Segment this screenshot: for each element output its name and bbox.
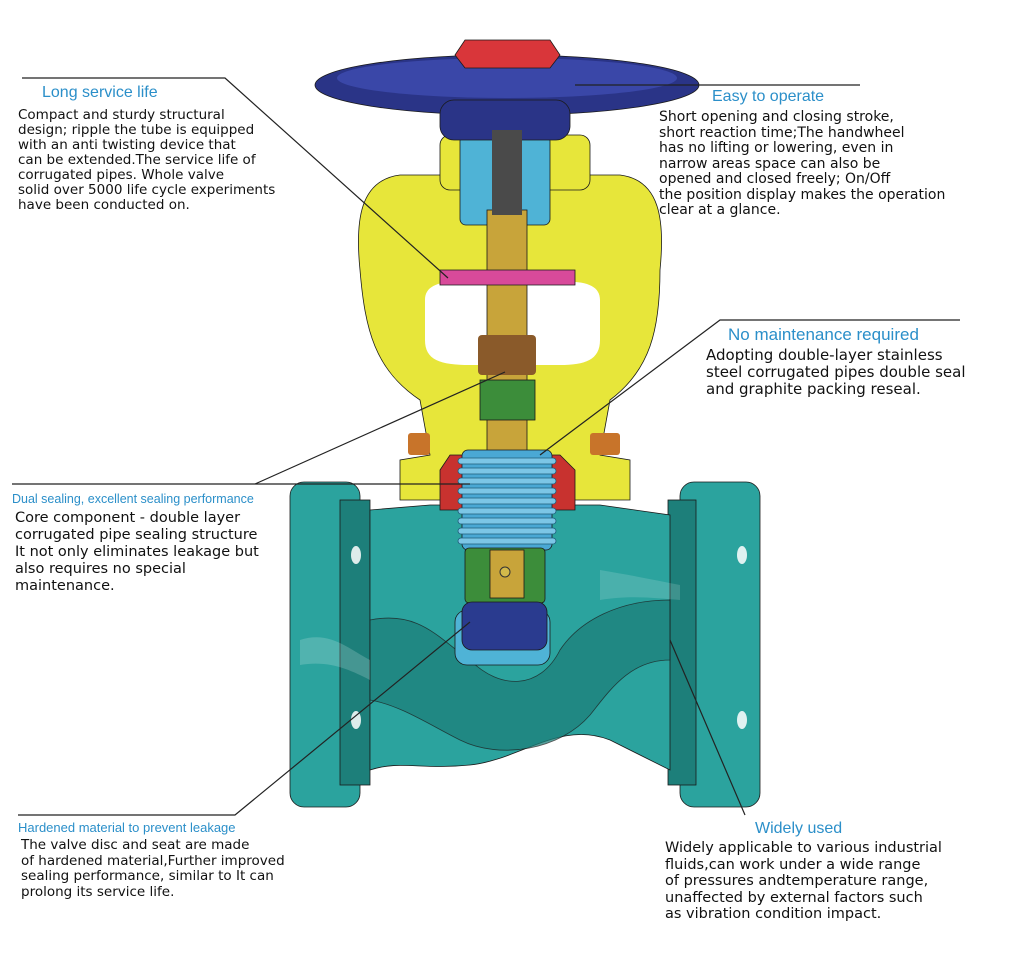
left-flange bbox=[289, 481, 371, 808]
anti-twist-pin bbox=[499, 566, 511, 578]
leader-dual-sealing-2 bbox=[254, 371, 506, 485]
flow-passage-shadow bbox=[300, 637, 370, 680]
bellows-rib bbox=[457, 527, 557, 535]
valve-disc bbox=[461, 601, 548, 651]
callout-title: Dual sealing, excellent sealing performa… bbox=[12, 492, 254, 506]
callout-body: The valve disc and seat are made of hard… bbox=[21, 837, 285, 900]
bellows-rib bbox=[457, 497, 557, 505]
right-bolt-hole-bottom bbox=[737, 711, 747, 729]
threaded-stem bbox=[492, 130, 522, 215]
handwheel-top bbox=[337, 58, 677, 98]
callout-body: Core component - double layer corrugated… bbox=[15, 510, 259, 594]
leader-widely-used bbox=[669, 639, 746, 816]
graphite-packing bbox=[479, 379, 536, 421]
callout-long-service-life: Long service life Compact and sturdy str… bbox=[18, 84, 318, 213]
right-bolt-hole-top bbox=[737, 546, 747, 564]
pink-gasket bbox=[439, 269, 576, 286]
leader-long-service bbox=[22, 77, 449, 279]
callout-body: Compact and sturdy structural design; ri… bbox=[18, 107, 276, 213]
callout-widely-used: Widely used Widely applicable to various… bbox=[665, 820, 995, 923]
bellows-rib bbox=[457, 537, 557, 545]
callout-body: Widely applicable to various industrial … bbox=[665, 840, 942, 922]
right-flange-face bbox=[667, 499, 697, 786]
leader-no-maintenance bbox=[539, 319, 960, 456]
callout-easy-to-operate: Easy to operate Short opening and closin… bbox=[659, 88, 979, 219]
flow-passage-highlight bbox=[600, 570, 680, 600]
callout-no-maintenance: No maintenance required Adopting double-… bbox=[706, 325, 1016, 398]
left-flange-face bbox=[339, 499, 371, 786]
callout-title: No maintenance required bbox=[728, 325, 919, 344]
bellows-rib bbox=[457, 467, 557, 475]
bellows-rib bbox=[457, 477, 557, 485]
bonnet-bolt-left bbox=[408, 433, 430, 455]
left-bolt-hole-top bbox=[351, 546, 361, 564]
bellows-rib bbox=[457, 457, 557, 465]
packing-gland bbox=[478, 335, 536, 375]
callout-title: Easy to operate bbox=[712, 88, 825, 105]
bellows-ribs bbox=[457, 457, 557, 545]
bellows-rib bbox=[457, 517, 557, 525]
hex-nut bbox=[454, 39, 561, 69]
callout-body: Short opening and closing stroke, short … bbox=[659, 109, 946, 218]
bellows-rib bbox=[457, 487, 557, 495]
callout-dual-sealing: Dual sealing, excellent sealing performa… bbox=[12, 492, 302, 595]
bonnet-bolt-right bbox=[590, 433, 620, 455]
left-bolt-hole-bottom bbox=[351, 711, 361, 729]
bellows-rib bbox=[457, 507, 557, 515]
callout-title: Widely used bbox=[755, 820, 843, 837]
leader-hardened bbox=[18, 621, 471, 816]
bellows bbox=[457, 449, 557, 551]
callout-title: Long service life bbox=[42, 84, 158, 101]
callout-title: Hardened material to prevent leakage bbox=[18, 820, 236, 835]
right-flange bbox=[667, 481, 761, 808]
callout-body: Adopting double-layer stainless steel co… bbox=[706, 346, 966, 398]
leader-lines bbox=[12, 77, 960, 816]
callout-hardened-material: Hardened material to prevent leakage The… bbox=[18, 820, 318, 900]
